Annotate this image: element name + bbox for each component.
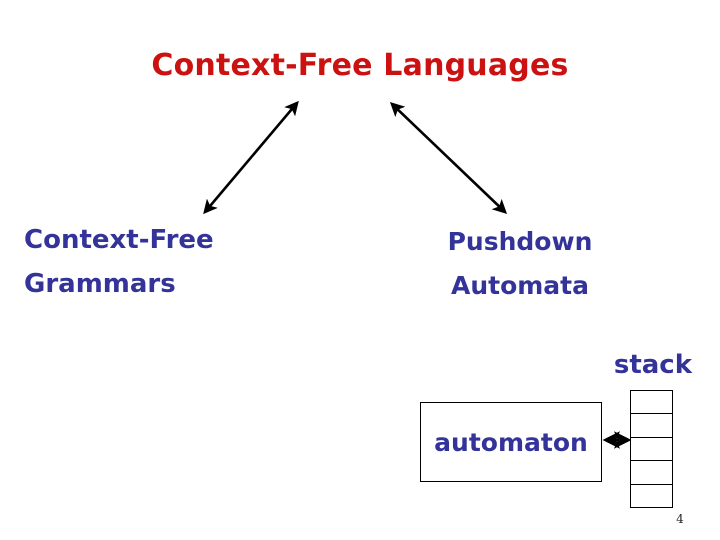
page-title: Context-Free Languages (151, 48, 569, 83)
stack-cell (630, 460, 673, 484)
concept-pushdown-automata: Pushdown Automata (410, 220, 630, 308)
stack-cell (630, 436, 673, 461)
concept-cfg-line1: Context-Free (24, 225, 214, 255)
arrow-title-to-grammars (203, 100, 299, 215)
stack-cells (630, 390, 673, 509)
concept-context-free-grammars: Context-Free Grammars (24, 218, 214, 306)
automaton-box: automaton (420, 402, 602, 482)
stack-cell (630, 390, 673, 414)
concept-pda-line1: Pushdown (447, 227, 593, 256)
stack-cell (630, 413, 673, 437)
arrow-title-to-automata (389, 102, 508, 214)
automaton-box-label: automaton (434, 427, 588, 457)
page-number: 4 (676, 512, 684, 526)
stack-label: stack (613, 350, 692, 380)
concept-cfg-line2: Grammars (24, 269, 176, 299)
concept-pda-line2: Automata (450, 271, 589, 300)
stack-cell (630, 483, 673, 509)
